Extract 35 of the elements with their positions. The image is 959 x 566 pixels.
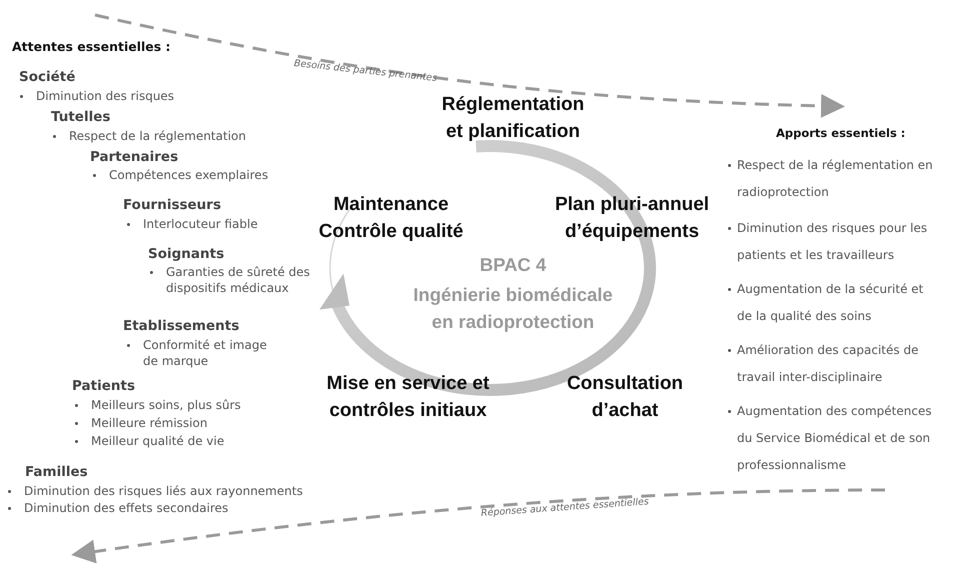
bullet-item: Respect de la réglementation xyxy=(51,128,246,144)
bullet-item: Garanties de sûreté des dispositifs médicaux xyxy=(148,264,323,296)
group-heading: Fournisseurs xyxy=(123,196,221,214)
bullet-item: Meilleurs soins, plus sûrs xyxy=(73,397,241,413)
step-label: Maintenance Contrôle qualité xyxy=(318,193,464,244)
group-heading: Société xyxy=(19,68,76,86)
step-label: Consultation d’achat xyxy=(566,372,684,423)
center-subtitle: Ingénierie biomédicale en radioprotection xyxy=(412,283,614,334)
step-label: Mise en service et contrôles initiaux xyxy=(326,372,490,423)
center-title: BPAC 4 xyxy=(478,253,548,277)
bullet-item: Respect de la réglementation en radioprotection xyxy=(728,152,958,206)
bullet-item: Augmentation des compétences du Service Biomédical et de son professionnalisme xyxy=(728,398,946,479)
bullet-item: Amélioration des capacités de travail inter-disciplinaire xyxy=(728,337,958,391)
bullet-item: Meilleure rémission xyxy=(73,415,208,431)
bullet-item: Compétences exemplaires xyxy=(91,167,268,183)
bullet-item: Meilleur qualité de vie xyxy=(73,433,224,449)
group-heading: Tutelles xyxy=(51,108,110,126)
column-heading: Attentes essentielles : xyxy=(12,39,171,54)
bullet-item: Diminution des effets secondaires xyxy=(6,500,228,516)
group-heading: Familles xyxy=(25,463,88,481)
step-label: Plan pluri-annuel d’équipements xyxy=(554,193,710,244)
bullet-item: Conformité et image de marque xyxy=(125,337,285,369)
column-heading: Apports essentiels : xyxy=(776,126,906,140)
group-heading: Partenaires xyxy=(90,148,178,166)
arrow-label: Besoins des parties prenantes xyxy=(293,58,438,84)
arrow-label: Réponses aux attentes essentielles xyxy=(480,496,650,519)
group-heading: Etablissements xyxy=(123,317,240,335)
group-heading: Soignants xyxy=(148,245,224,263)
bullet-item: Interlocuteur fiable xyxy=(125,216,258,232)
bullet-item: Diminution des risques liés aux rayonnements xyxy=(6,483,303,499)
step-label: Réglementation et planification xyxy=(440,93,586,144)
bullet-item: Augmentation de la sécurité et de la qualité des soins xyxy=(728,276,940,330)
bullet-item: Diminution des risques xyxy=(18,88,174,104)
group-heading: Patients xyxy=(72,377,135,395)
bullet-item: Diminution des risques pour les patients et les travailleurs xyxy=(728,215,958,269)
